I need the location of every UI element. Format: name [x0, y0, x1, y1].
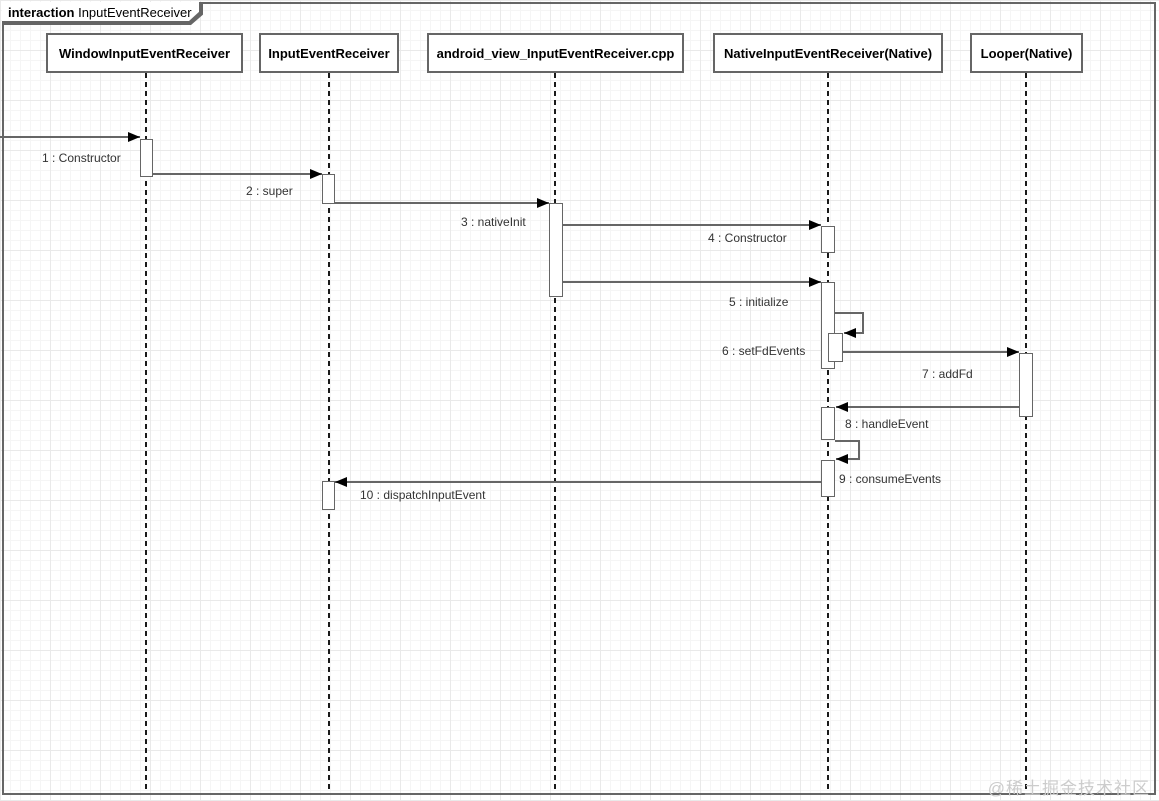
frame-keyword: interaction [8, 5, 75, 20]
lifeline-android-view-inputeventreceiver-cpp [554, 73, 556, 793]
lifeline-head-window-input-event-receiver: WindowInputEventReceiver [46, 33, 243, 73]
message-8-arrowhead [836, 401, 848, 412]
activation-bar-10 [322, 481, 335, 510]
message-7-line [843, 351, 1019, 353]
message-7-label: 7 : addFd [922, 367, 973, 381]
lifeline-head-looper-native: Looper(Native) [970, 33, 1083, 73]
lifeline-input-event-receiver [328, 73, 330, 793]
frame-name: InputEventReceiver [78, 5, 192, 20]
activation-bar-6 [828, 333, 843, 362]
message-10-line [335, 481, 821, 483]
message-4-line [563, 224, 821, 226]
message-9-arrowhead [836, 453, 848, 464]
message-2-line [153, 173, 322, 175]
message-6-label: 6 : setFdEvents [722, 344, 806, 358]
message-9-line-out [835, 440, 860, 442]
message-1-arrowhead [128, 131, 140, 142]
message-9-line-down [858, 440, 860, 458]
lifeline-head-native-input-event-receiver: NativeInputEventReceiver(Native) [713, 33, 943, 73]
activation-bar-4 [821, 226, 835, 253]
message-4-label: 4 : Constructor [708, 231, 787, 245]
message-6-line-down [862, 312, 864, 332]
message-1-label: 1 : Constructor [42, 151, 121, 165]
message-9-label: 9 : consumeEvents [839, 472, 942, 486]
activation-bar-2 [322, 174, 335, 204]
lifeline-head-input-event-receiver: InputEventReceiver [259, 33, 399, 73]
message-6-arrowhead [844, 327, 856, 338]
lifeline-window-input-event-receiver [145, 73, 147, 793]
message-7-arrowhead [1007, 346, 1019, 357]
message-6-line-out [835, 312, 864, 314]
activation-bar-7 [1019, 353, 1033, 417]
message-5-arrowhead [809, 276, 821, 287]
lifeline-head-android-view-inputeventreceiver-cpp: android_view_InputEventReceiver.cpp [427, 33, 684, 73]
activation-bar-3 [549, 203, 563, 297]
activation-bar-9 [821, 460, 835, 497]
interaction-frame-label-shape-inner [2, 2, 199, 21]
message-4-arrowhead [809, 219, 821, 230]
lifeline-looper-native [1025, 73, 1027, 793]
activation-bar-1 [140, 139, 153, 177]
message-8-line [836, 406, 1019, 408]
message-8-label: 8 : handleEvent [845, 417, 929, 431]
message-3-label: 3 : nativeInit [461, 215, 526, 229]
message-2-arrowhead [310, 168, 322, 179]
message-1-line [0, 136, 140, 138]
interaction-frame-label: interaction InputEventReceiver [8, 5, 192, 20]
message-9-line-back [836, 458, 860, 460]
watermark-text: @稀土掘金技术社区 [987, 779, 1150, 798]
message-2-label: 2 : super [246, 184, 293, 198]
message-5-label: 5 : initialize [729, 295, 789, 309]
message-3-line [335, 202, 549, 204]
message-5-line [563, 281, 821, 283]
message-3-arrowhead [537, 197, 549, 208]
message-10-arrowhead [335, 476, 347, 487]
message-10-label: 10 : dispatchInputEvent [360, 488, 486, 502]
activation-bar-8 [821, 407, 835, 440]
